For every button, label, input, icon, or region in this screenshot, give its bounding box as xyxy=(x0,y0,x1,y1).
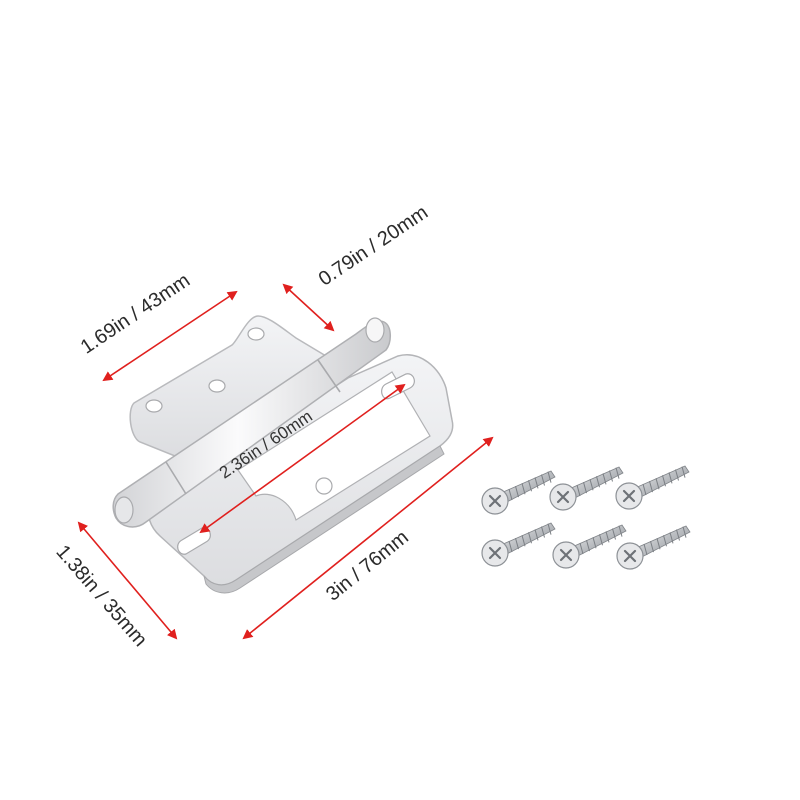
dimension-arrows xyxy=(77,283,494,640)
screw-icon xyxy=(481,522,556,567)
arrow-leaf-height xyxy=(102,290,238,382)
screw-icon xyxy=(552,524,627,569)
hinge-pin-cap xyxy=(114,496,134,524)
hinge-hole xyxy=(145,399,163,413)
hinge-hole xyxy=(247,327,265,341)
arrow-side-height xyxy=(77,521,178,640)
screw-icon xyxy=(616,525,691,570)
hinge-hole xyxy=(315,477,333,495)
hinge-hole xyxy=(208,379,226,393)
screw-icon xyxy=(481,470,556,515)
screw-icon xyxy=(615,465,690,510)
screw-set xyxy=(481,465,691,570)
arrow-knuckle-width xyxy=(282,283,335,332)
screw-icon xyxy=(549,466,624,511)
arrow-total-length xyxy=(242,436,494,640)
